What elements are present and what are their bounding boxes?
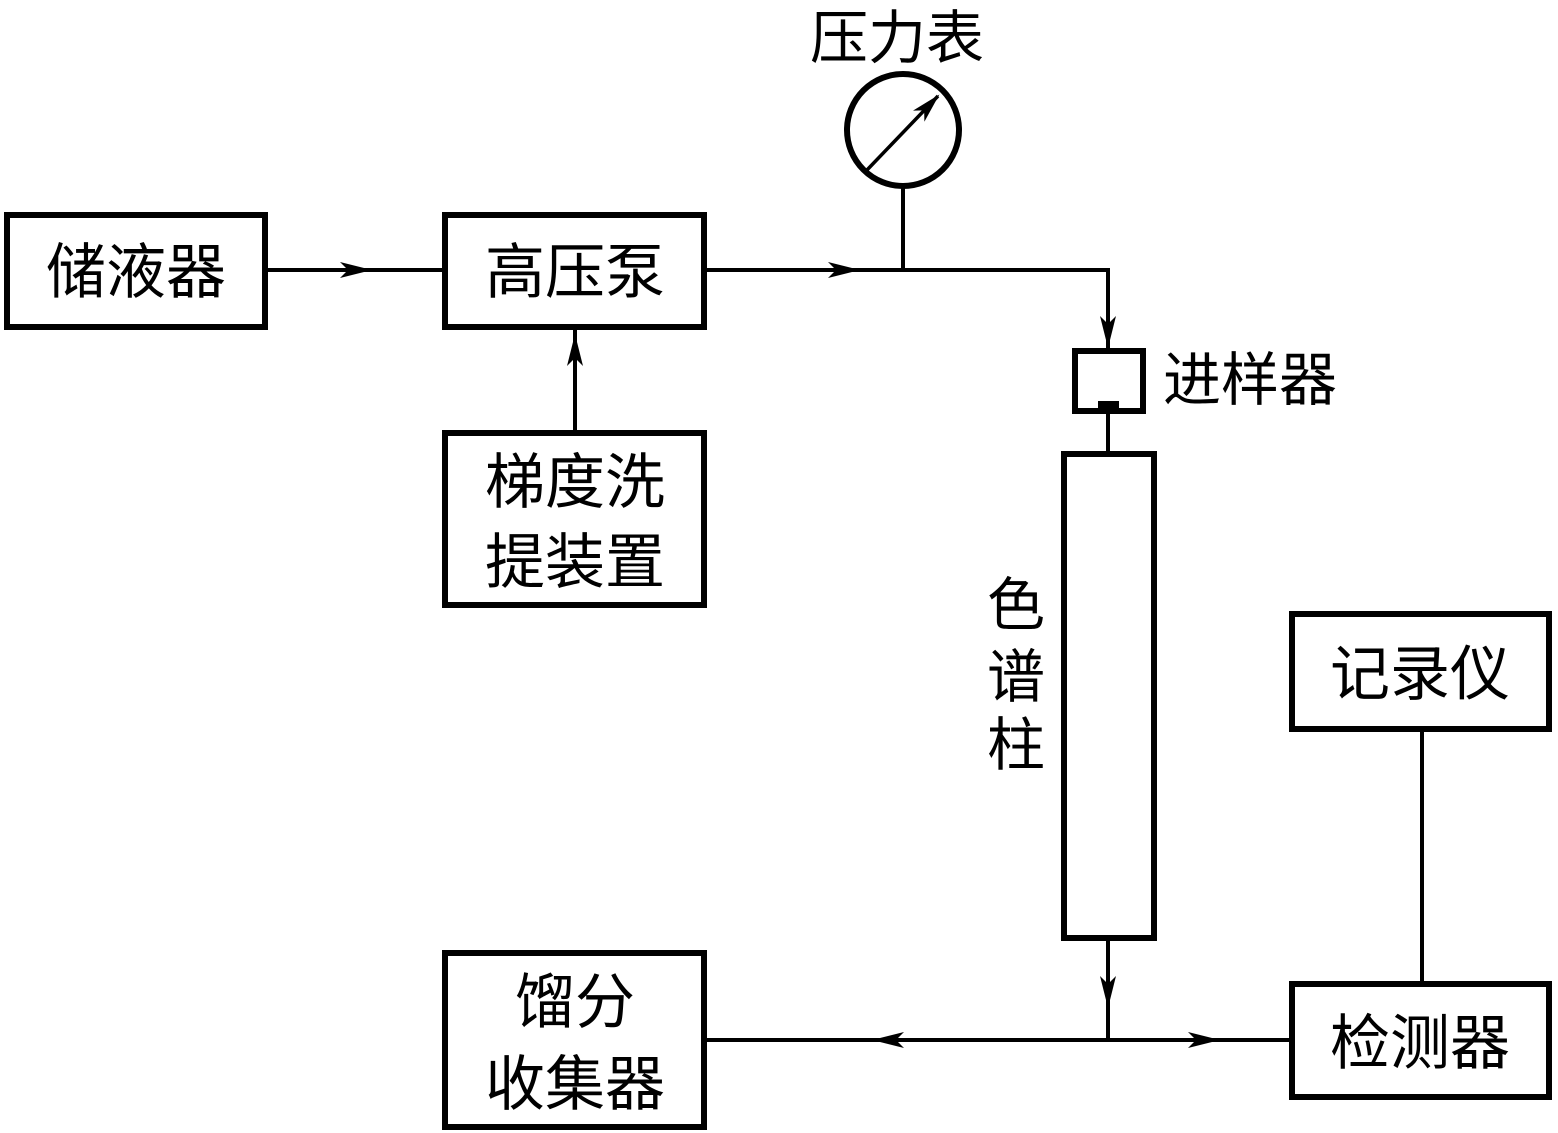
detector-box — [1289, 981, 1552, 1100]
detector-label: 检测器 — [1330, 1009, 1510, 1079]
flow-arrows — [340, 262, 1220, 1048]
gradient-label-line1: 梯度洗 — [485, 448, 665, 518]
column-label-char3: 柱 — [987, 711, 1045, 779]
pump-box — [442, 212, 707, 330]
collector-label-line1: 馏分 — [515, 968, 635, 1038]
arrow-up-icon — [567, 334, 583, 366]
arrow-down-icon — [1100, 316, 1116, 348]
collector-box — [442, 950, 707, 1130]
pressure-gauge-icon — [844, 71, 962, 189]
arrow-right-icon — [340, 262, 372, 278]
reservoir-label: 储液器 — [46, 238, 226, 308]
gauge-needle-icon — [865, 94, 940, 172]
gauge-label: 压力表 — [810, 4, 984, 72]
pipe-pump-to-injector — [705, 268, 1110, 348]
reservoir-box — [4, 212, 268, 330]
column-box — [1061, 451, 1157, 941]
injector-label: 进样器 — [1163, 346, 1337, 414]
collector-label-line2: 收集器 — [485, 1050, 665, 1120]
gradient-label-line2: 提装置 — [485, 528, 665, 598]
recorder-box — [1289, 611, 1552, 732]
arrow-down-icon — [1100, 976, 1116, 1008]
column-label-char2: 谱 — [987, 643, 1045, 711]
arrow-left-icon — [872, 1032, 904, 1048]
pump-label: 高压泵 — [485, 238, 665, 308]
injector-port-icon — [1098, 401, 1119, 409]
recorder-label: 记录仪 — [1330, 640, 1510, 710]
connections — [266, 188, 1424, 1042]
arrow-right-icon — [828, 262, 860, 278]
column-label-char1: 色 — [987, 571, 1045, 639]
gradient-box — [442, 430, 707, 608]
arrow-right-icon — [1188, 1032, 1220, 1048]
